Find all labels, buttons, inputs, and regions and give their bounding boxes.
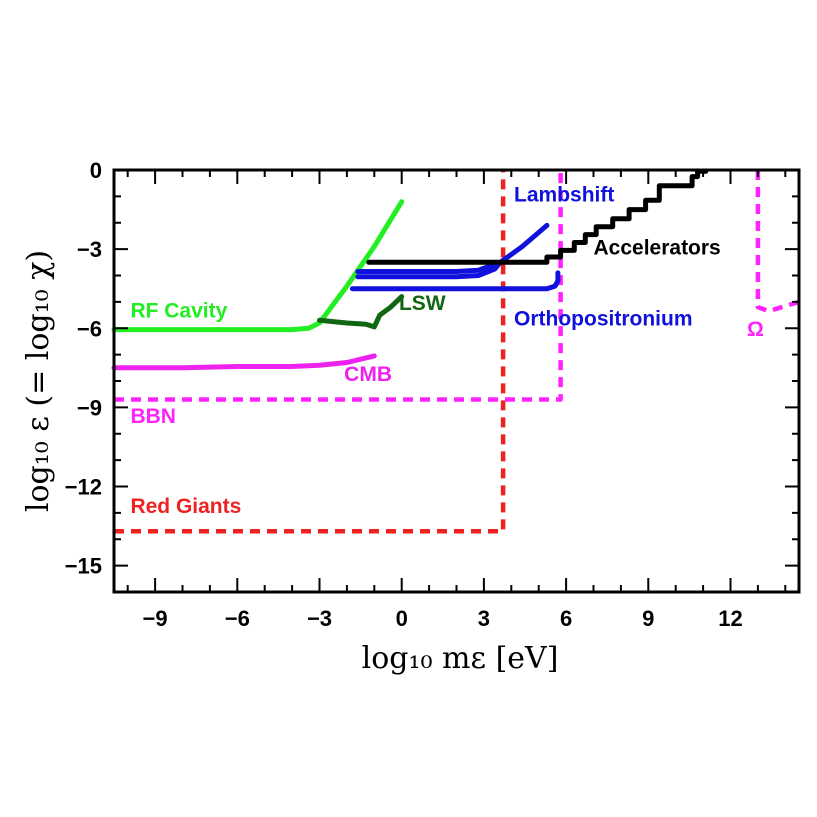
series-lambshift-line-6 [355,259,503,280]
curve-label: CMB [344,363,392,386]
x-tick-label: 9 [642,606,654,631]
series-lsw-line-1 [317,294,405,330]
curve-label: LSW [399,292,446,315]
curve-label: Ω [747,318,764,341]
curves-layer [111,168,800,534]
series-bbn-line-3 [114,170,563,402]
series-accelerators-line-8 [366,168,709,265]
curve-label: BBN [130,405,176,428]
curve-label: Red Giants [130,495,241,518]
curve-label: RF Cavity [130,300,227,323]
series-orthopositronium-line-7 [349,270,561,292]
x-tick-label: 12 [718,606,742,631]
x-tick-label: −6 [225,606,250,631]
curve-label: Accelerators [594,236,721,259]
x-axis-label: log₁₀ mε [eV] [362,641,559,676]
plot-frame [112,168,801,594]
x-tick-label: 0 [396,606,408,631]
x-tick-label: 6 [560,606,572,631]
y-tick-label: 0 [90,158,102,183]
x-tick-label: −9 [143,606,168,631]
curve-label: Orthopositronium [514,308,692,331]
series-cmb-line-2 [111,353,377,371]
y-tick-label: −9 [77,395,102,420]
series-rf-cavity-line-0 [111,199,405,333]
y-tick-label: −3 [77,237,102,262]
series---line-9 [755,170,800,314]
x-tick-label: 3 [478,606,490,631]
x-tick-label: −3 [307,606,332,631]
series-lambshift-line-5 [355,222,550,274]
series-red-giants-line-4 [114,170,506,534]
y-axis-label: log₁₀ ε (= log₁₀ χ) [21,250,56,512]
y-tick-label: −12 [65,475,102,500]
y-tick-label: −15 [65,554,102,579]
curve-labels-layer: RF Cavity LSW CMB BBN Red Giants LambshiftAcc… [130,184,763,518]
ticks-layer: −9 −6 −3 0 3 6 9 12 0 −3 −6 −9 −12 −15 [65,158,799,631]
curve-label: Lambshift [514,184,614,207]
y-tick-label: −6 [77,316,102,341]
